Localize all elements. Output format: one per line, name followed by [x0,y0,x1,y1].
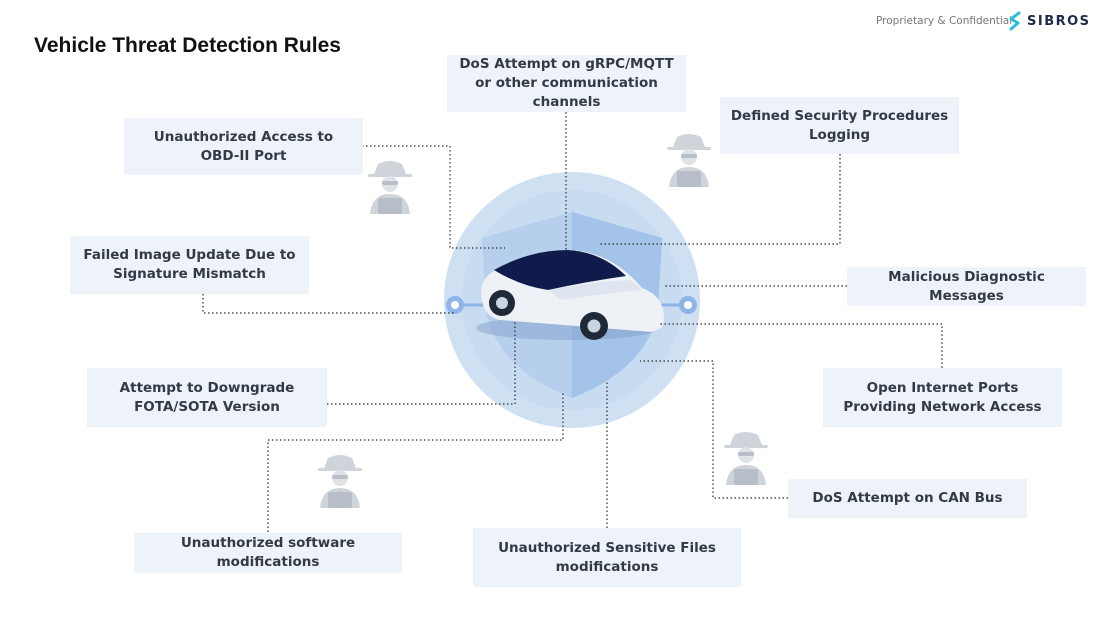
confidential-label: Proprietary & Confidential [876,15,1013,27]
rule-box-defined-security-procedures: Defined Security Procedures Logging [720,97,959,154]
page-title: Vehicle Threat Detection Rules [34,34,341,57]
hacker-icon [724,432,768,485]
line-obd [362,145,505,249]
connector-lines [202,112,943,532]
connector-left [446,296,488,314]
connector-right [655,296,697,314]
rule-box-dos-can-bus: DoS Attempt on CAN Bus [788,479,1027,518]
rule-box-dos-grpc-mqtt: DoS Attempt on gRPC/MQTT or other commun… [447,55,686,112]
rule-box-open-internet-ports: Open Internet Ports Providing Network Ac… [823,368,1062,427]
rule-box-failed-image-update: Failed Image Update Due to Signature Mis… [70,236,309,294]
hacker-icon [368,161,412,214]
line-dos-can [640,360,788,499]
hacker-icon [667,134,711,187]
rule-box-unauthorized-software-mods: Unauthorized software modifications [134,533,402,573]
rule-box-downgrade-fota-sota: Attempt to Downgrade FOTA/SOTA Version [87,368,327,427]
hacker-icon [318,455,362,508]
car-icon [476,250,664,340]
line-image-update [202,294,455,314]
line-downgrade [327,322,516,405]
rule-box-unauthorized-obd-access: Unauthorized Access to OBD-II Port [124,118,363,175]
brand-logo: SIBROS [1008,11,1091,31]
rule-box-unauthorized-sensitive-files: Unauthorized Sensitive Files modificatio… [473,528,741,587]
brand-name: SIBROS [1027,13,1091,29]
line-open-ports [660,323,943,368]
rule-box-malicious-diagnostic: Malicious Diagnostic Messages [847,267,1086,306]
sibros-logo-icon [1009,11,1021,31]
